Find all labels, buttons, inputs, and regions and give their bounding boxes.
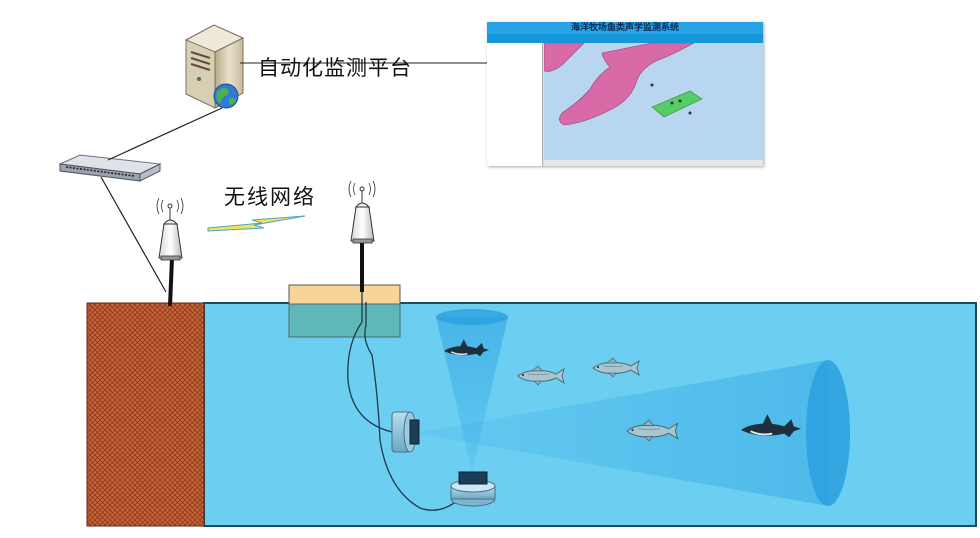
vertical-beam-end: [436, 309, 508, 325]
software-map: [544, 43, 763, 166]
map-land-main: [559, 43, 695, 126]
platform-label: 自动化监测平台: [258, 56, 412, 80]
antenna-icon-shore: [156, 197, 184, 307]
monitoring-software-screenshot: 海洋牧场鱼类声学监测系统: [487, 22, 763, 166]
software-title: 海洋牧场鱼类声学监测系统: [487, 22, 763, 34]
software-toolbar: [487, 34, 763, 43]
buoy-platform-top: [288, 284, 401, 305]
cable-vertical-transducer: [364, 302, 459, 511]
sonar-transducer-icon-vertical: [450, 471, 496, 507]
horizontal-beam-end: [806, 360, 850, 506]
antenna-icon-buoy: [348, 180, 376, 292]
switch-antenna-link: [100, 176, 167, 293]
cable-horizontal-transducer: [347, 290, 393, 433]
shore-soil: [86, 302, 205, 527]
lightning-icon: [207, 215, 306, 232]
sonar-transducer-icon-horizontal: [391, 411, 420, 453]
globe-icon: [213, 83, 239, 109]
horizontal-sonar-beam: [415, 360, 828, 506]
vertical-sonar-beam: [436, 317, 508, 472]
switch-server-link: [107, 107, 223, 161]
network-switch-icon: [58, 154, 162, 182]
map-monitor-zone: [651, 90, 703, 118]
software-sidebar: [487, 43, 543, 166]
wireless-network-label: 无线网络: [224, 185, 316, 209]
map-land-top: [544, 43, 585, 72]
buoy-platform-submerged: [288, 303, 401, 338]
